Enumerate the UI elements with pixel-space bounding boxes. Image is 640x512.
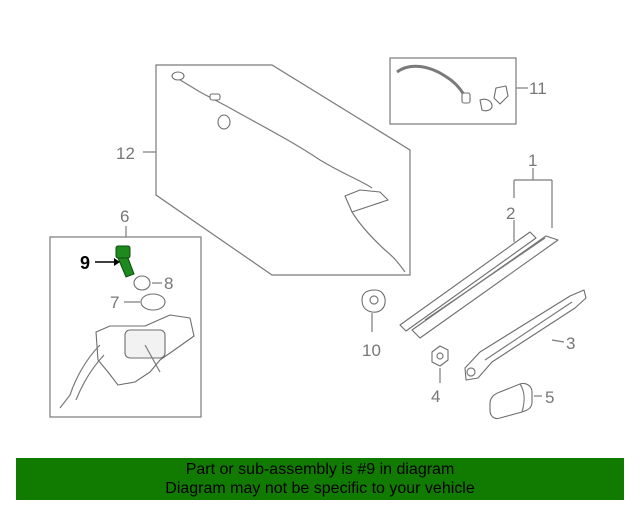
small-hose-elbow [479,98,493,112]
nut-group: 4 [431,345,449,406]
arm-cover [489,382,533,420]
motor-assembly-group: 6 7 8 9 [49,207,202,418]
callout-leader-3 [551,339,565,343]
washer-hose [171,74,373,189]
callout-4: 4 [431,387,440,406]
callout-12: 12 [116,144,135,163]
callout-11: 11 [529,79,547,98]
callout-7: 7 [110,293,119,312]
callout-5: 5 [545,388,554,407]
callout-arrow-9 [114,258,120,266]
highlighted-bolt[interactable] [115,245,135,278]
arm-cover-edge [519,383,525,413]
washer-hose-panel-outline [155,64,411,276]
hose-grommet [217,114,231,130]
small-hose-clip [461,92,471,104]
hose-set-group: 11 [389,57,547,125]
motor-wire-harness [59,344,105,409]
hose-clip-a [209,93,221,101]
washer-hose-assembly-group: 12 [116,64,411,276]
grommet [361,289,386,313]
hose-tail [351,211,406,273]
motor-cap [140,293,166,311]
small-hose [396,64,466,96]
callout-6: 6 [120,207,129,226]
callout-2: 2 [506,204,515,223]
wiper-arm-pivot [466,367,476,377]
motor-shaft [144,344,161,373]
washer-nozzle [344,189,389,213]
bolt-head[interactable] [115,245,131,259]
bolt-shank[interactable] [117,257,135,278]
wiper-arm-blade-group: 1 2 [399,151,559,339]
callout-9: 9 [80,253,90,273]
callout-10: 10 [362,341,381,360]
wiper-blade [399,231,537,332]
callout-1: 1 [528,151,537,170]
wiper-blade-rail [424,237,546,321]
banner-line-2: Diagram may not be specific to your vehi… [165,480,475,497]
callout-8: 8 [164,274,173,293]
callout-3: 3 [566,334,575,353]
callout-bracket-1 [513,179,553,228]
arm-cover-group: 5 [489,382,554,420]
wiper-motor-housing [124,329,166,359]
grommet-group: 10 [361,289,386,360]
hose-connector-a [171,71,185,81]
motor-seal [133,275,151,291]
nut [431,345,449,367]
banner-line-1: Part or sub-assembly is #9 in diagram [185,461,455,478]
wiper-arm-group: 3 [464,289,587,381]
nut-hole [436,352,444,360]
wiper-arm-edge [484,301,573,361]
grommet-hole [369,295,379,305]
info-banner: Part or sub-assembly is #9 in diagram Di… [16,458,624,500]
hose-set-box [389,57,517,125]
small-hose-nozzle [493,85,509,105]
